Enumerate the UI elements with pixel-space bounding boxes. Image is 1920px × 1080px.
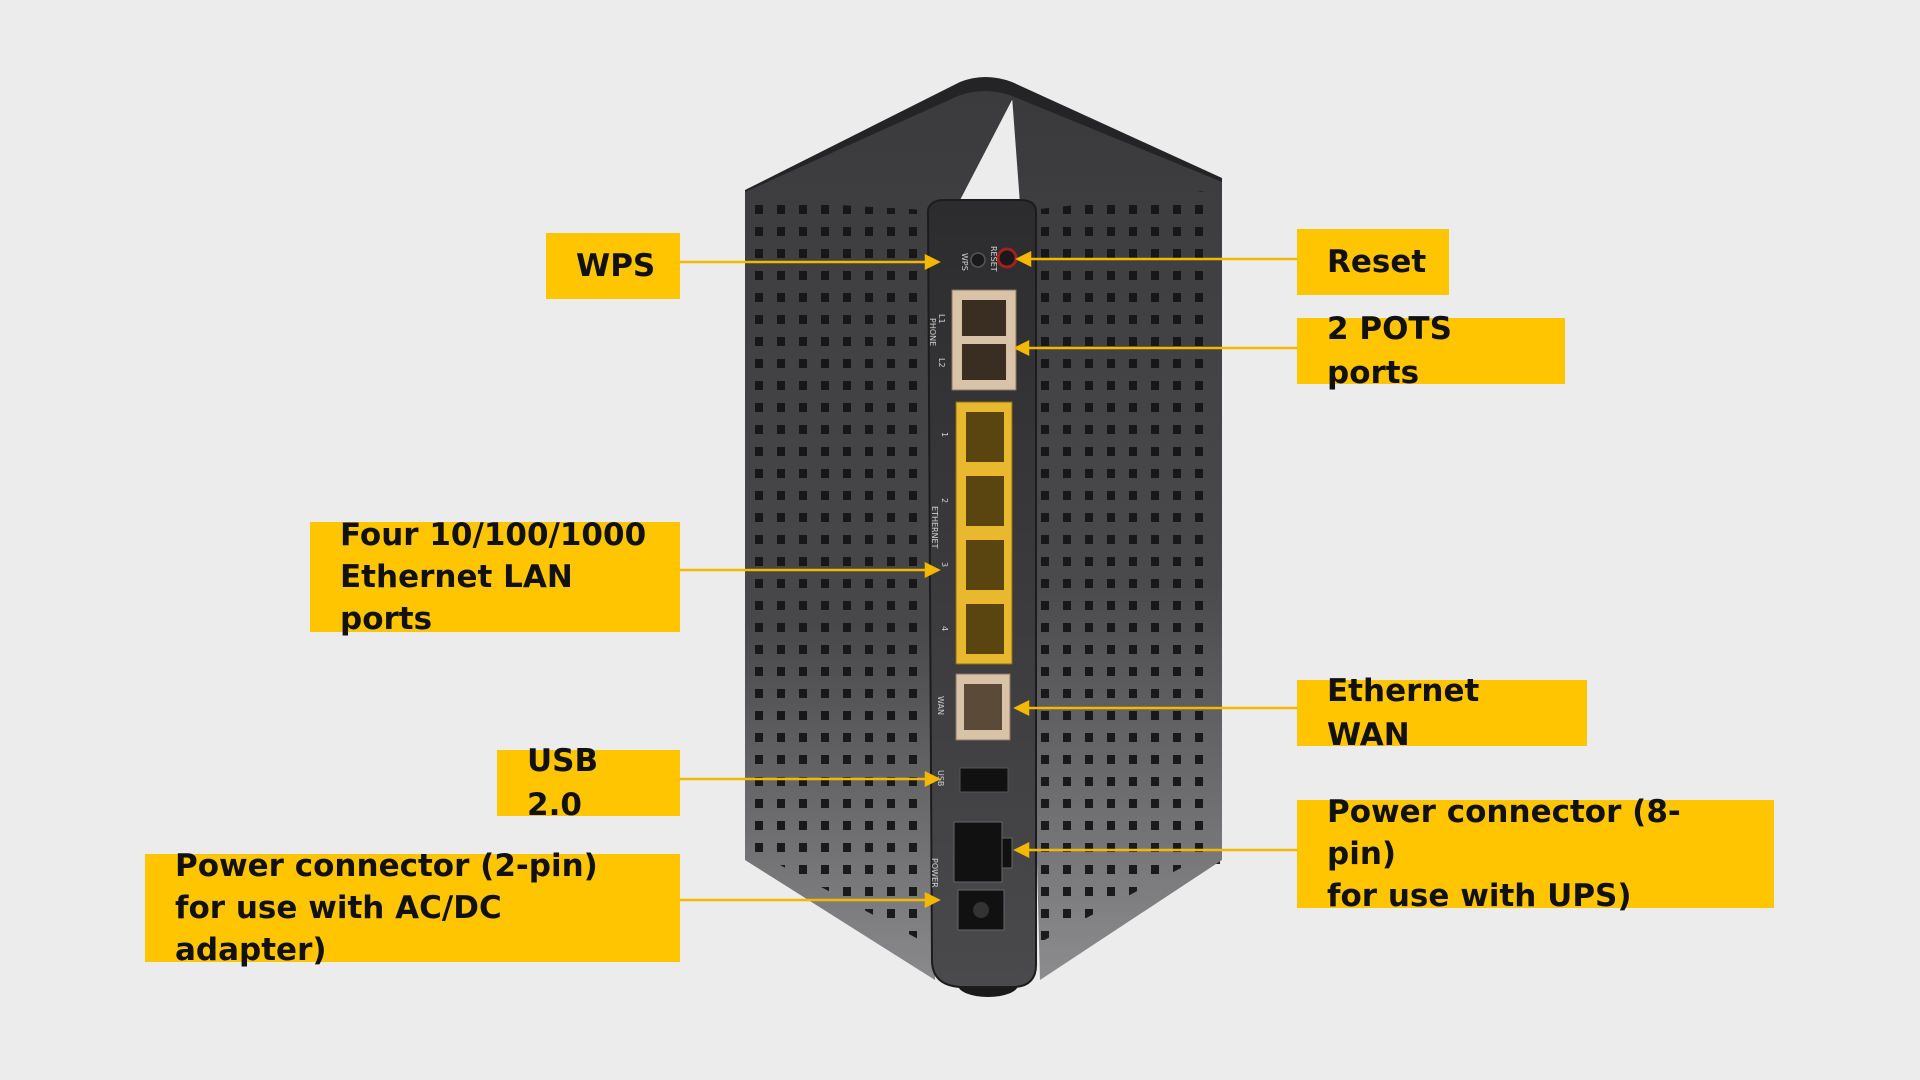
callout-power-8pin: Power connector (8-pin) for use with UPS… xyxy=(1297,794,1774,914)
callout-usb-text: USB 2.0 xyxy=(527,743,599,823)
callout-wps: WPS xyxy=(546,233,680,299)
leader-reset-arrow xyxy=(1015,250,1032,268)
power-8pin-connector[interactable] xyxy=(953,821,1003,883)
leader-lines xyxy=(678,250,1297,909)
leader-wan-arrow xyxy=(1013,699,1030,717)
callout-wan: Ethernet WAN xyxy=(1297,673,1587,753)
callout-lan-text: Four 10/100/1000 Ethernet LAN ports xyxy=(340,517,647,637)
eth3-label: 3 xyxy=(940,562,949,567)
lan-port-4[interactable] xyxy=(966,604,1004,654)
callout-power-8pin-text: Power connector (8-pin) for use with UPS… xyxy=(1327,794,1681,914)
eth4-label: 4 xyxy=(940,626,949,631)
callout-lan: Four 10/100/1000 Ethernet LAN ports xyxy=(310,517,680,637)
router-top xyxy=(745,77,1222,202)
phone-label: PHONE xyxy=(928,318,937,346)
power-2pin-socket xyxy=(973,902,989,918)
leader-usb-arrow xyxy=(924,770,941,788)
lan-port-3[interactable] xyxy=(966,540,1004,590)
callout-power-2pin: Power connector (2-pin) for use with AC/… xyxy=(145,848,680,968)
wan-label: WAN xyxy=(936,696,945,715)
phone-l2-label: L2 xyxy=(937,358,946,368)
callout-power-2pin-text: Power connector (2-pin) for use with AC/… xyxy=(175,848,598,968)
power-label: POWER xyxy=(930,858,939,888)
phone-port-2[interactable] xyxy=(962,344,1006,380)
eth1-label: 1 xyxy=(940,432,949,437)
leader-pots-arrow xyxy=(1013,339,1030,357)
leader-power-2pin-arrow xyxy=(924,891,941,909)
reset-button[interactable] xyxy=(996,247,1018,269)
phone-l1-label: L1 xyxy=(937,314,946,324)
leader-wps-arrow xyxy=(924,253,941,271)
wan-port[interactable] xyxy=(964,684,1002,730)
callout-pots-text: 2 POTS ports xyxy=(1327,311,1452,391)
reset-label: RESET xyxy=(989,246,998,272)
wps-label: WPS xyxy=(960,253,969,271)
lan-port-2[interactable] xyxy=(966,476,1004,526)
ethernet-label: ETHERNET xyxy=(930,506,939,549)
callout-wan-text: Ethernet WAN xyxy=(1327,673,1480,753)
lan-port-1[interactable] xyxy=(966,412,1004,462)
right-vent-holes xyxy=(1030,190,1215,945)
leader-lan-arrow xyxy=(924,561,941,579)
power-8pin-clip xyxy=(1001,837,1013,869)
leader-power-8pin-arrow xyxy=(1013,841,1030,859)
callout-reset: Reset xyxy=(1297,229,1449,295)
phone-port-1[interactable] xyxy=(962,300,1006,336)
eth2-label: 2 xyxy=(940,498,949,503)
usb-label: USB xyxy=(936,770,945,786)
callout-reset-text: Reset xyxy=(1327,244,1427,280)
wps-button[interactable] xyxy=(970,252,986,268)
callout-wps-text: WPS xyxy=(576,248,656,284)
callout-pots: 2 POTS ports xyxy=(1297,311,1565,391)
usb-port[interactable] xyxy=(959,767,1009,793)
callout-usb: USB 2.0 xyxy=(497,743,680,823)
